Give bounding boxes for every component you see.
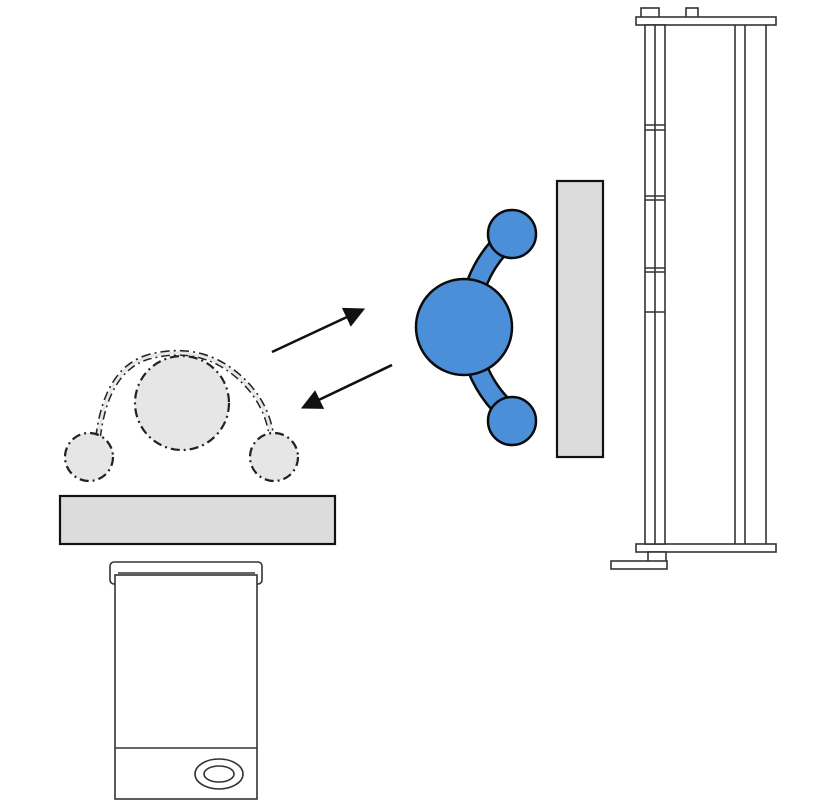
rack-side-step xyxy=(610,560,668,570)
ghost-hand-left xyxy=(63,431,115,483)
person-hand-upper xyxy=(486,208,538,260)
person-hand-lower xyxy=(486,395,538,447)
work-surface xyxy=(58,494,337,546)
arrow-right-up-icon xyxy=(271,307,366,354)
ghost-hand-right xyxy=(248,431,300,483)
shelving-rack xyxy=(610,7,777,570)
ghost-head xyxy=(133,354,231,452)
ghost-arms-arc-inner xyxy=(96,351,274,441)
cabinet-dial-inner xyxy=(203,765,235,783)
rack-bottom-rail xyxy=(635,543,777,553)
arrow-left-down-icon xyxy=(300,363,393,409)
upright-panel xyxy=(555,179,605,459)
ghost-person-top-view-icon xyxy=(63,349,300,483)
rack-top-rail xyxy=(635,16,777,26)
person-top-view-icon xyxy=(414,208,538,447)
person-head xyxy=(414,277,514,377)
cabinet-unit xyxy=(109,561,263,800)
